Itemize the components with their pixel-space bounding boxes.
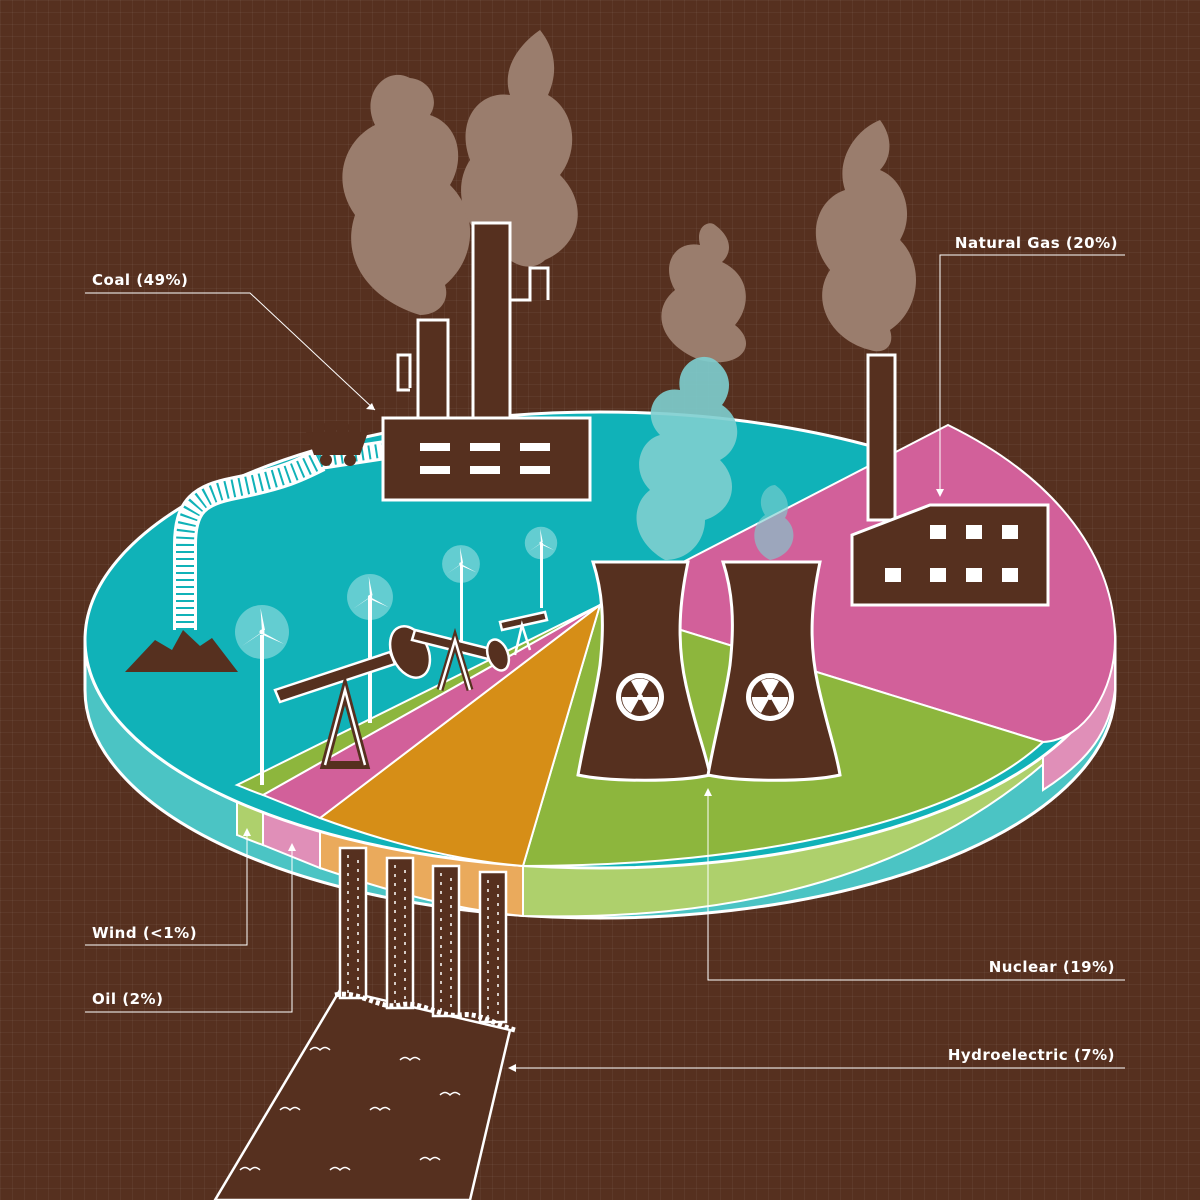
smoke-clouds <box>342 30 917 363</box>
leader-lines <box>85 254 1125 1072</box>
coal-factory-windows <box>420 443 550 474</box>
label-nuclear: Nuclear (19%) <box>989 958 1115 976</box>
label-oil: Oil (2%) <box>92 990 163 1008</box>
coal-cart-icon <box>306 421 368 466</box>
label-coal: Coal (49%) <box>92 271 188 289</box>
label-hydroelectric: Hydroelectric (7%) <box>948 1046 1115 1064</box>
label-natural-gas: Natural Gas (20%) <box>955 234 1118 252</box>
coal-mound-icon <box>125 630 238 672</box>
cooling-tower-icon <box>576 560 842 782</box>
pumpjack-icon <box>273 610 549 769</box>
pie-slice-hydroelectric <box>317 602 602 868</box>
coal-factory-icon <box>381 221 592 502</box>
steam-clouds <box>636 356 794 560</box>
dam-waterfall-icon <box>213 846 516 1200</box>
gas-plant-icon <box>850 353 1050 607</box>
label-wind: Wind (<1%) <box>92 924 197 942</box>
